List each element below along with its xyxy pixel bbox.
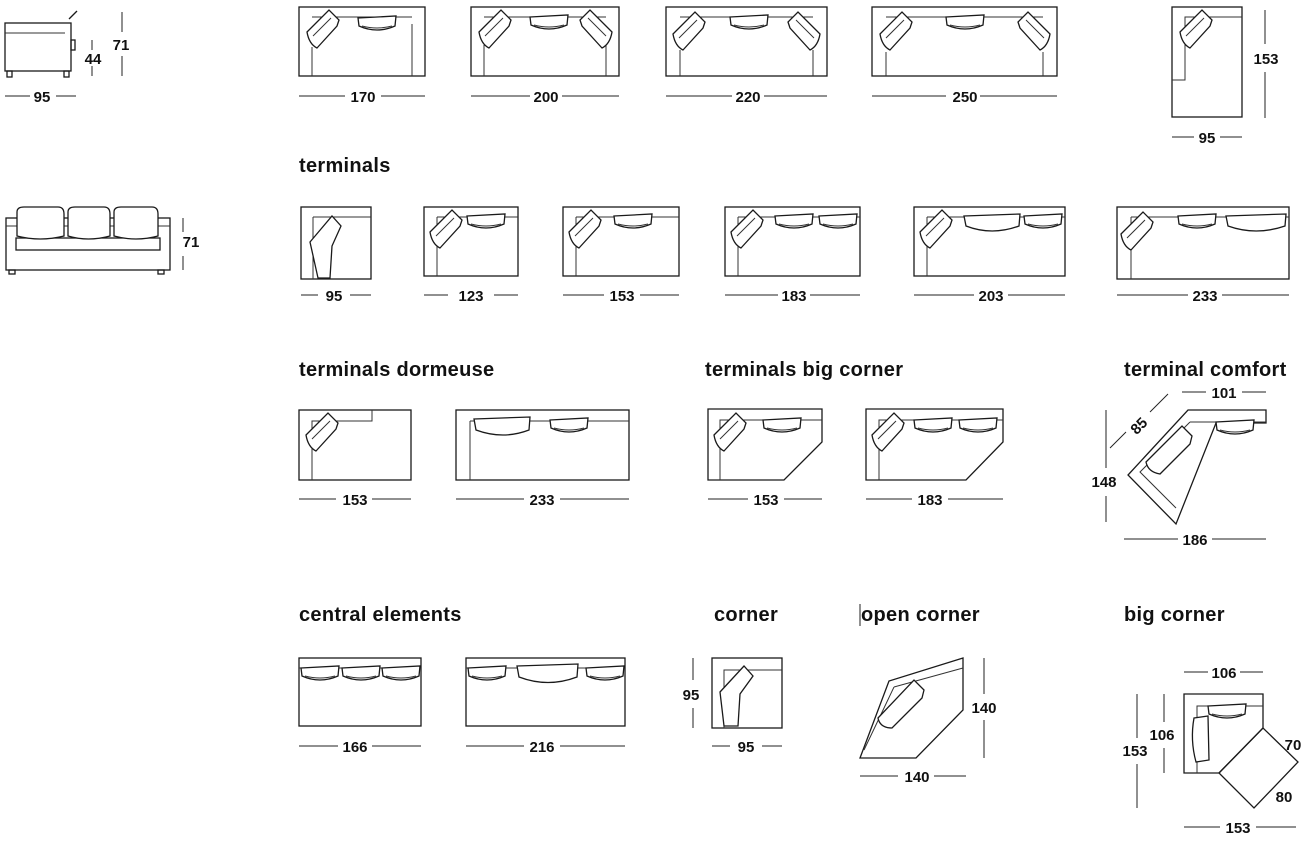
terminal-comfort: 101 85 148 186	[1091, 385, 1267, 549]
terminal-width-label: 123	[458, 288, 483, 305]
terminal-203: 203	[913, 206, 1066, 305]
open-corner-bottom-label: 140	[904, 769, 929, 786]
sofa-width-label: 170	[350, 89, 375, 106]
corner: 95 95	[683, 657, 783, 756]
central-element-width-label: 166	[342, 739, 367, 756]
big-corner-diag-a-label: 70	[1285, 737, 1302, 754]
terminal-width-label: 233	[1192, 288, 1217, 305]
sofa-170: 170	[298, 6, 426, 106]
side-seat-height-label: 44	[85, 51, 102, 68]
corner-bottom-label: 95	[738, 739, 755, 756]
terminal-123: 123	[423, 206, 519, 305]
section-title-terminals: terminals	[299, 155, 391, 177]
terminal-95: 95	[300, 206, 372, 305]
section-title-open-corner: open corner	[861, 604, 980, 626]
sofa-200: 200	[470, 6, 620, 106]
sofa-220: 220	[665, 6, 828, 106]
big-corner-terminal-183: 183	[865, 408, 1004, 509]
terminal-width-label: 95	[326, 288, 343, 305]
side-height-label: 71	[113, 37, 130, 54]
sofa-width-label: 220	[735, 89, 760, 106]
dormeuse-width-label: 233	[529, 492, 554, 509]
comfort-top-label: 101	[1211, 385, 1236, 402]
terminal-width-label: 153	[609, 288, 634, 305]
chaise-length-label: 153	[1253, 51, 1278, 68]
big-corner-inner-label: 106	[1149, 727, 1174, 744]
dormeuse-233: 233	[455, 409, 630, 509]
dormeuse-width-label: 153	[342, 492, 367, 509]
dormeuse-153: 153	[298, 409, 412, 509]
terminal-width-label: 183	[781, 288, 806, 305]
front-height-label: 71	[183, 234, 200, 251]
big-corner-terminal-width-label: 153	[753, 492, 778, 509]
side-view: 95 44 71	[4, 10, 130, 106]
comfort-diagonal-label: 85	[1127, 414, 1151, 438]
central-element-216: 216	[465, 657, 626, 756]
section-title-big-corner: big corner	[1124, 604, 1225, 626]
terminal-183: 183	[724, 206, 861, 305]
section-title-terminals-dormeuse: terminals dormeuse	[299, 359, 494, 381]
front-view: 71	[5, 206, 200, 275]
side-depth-label: 95	[34, 89, 51, 106]
section-title-central-elements: central elements	[299, 604, 462, 626]
big-corner-terminal-width-label: 183	[917, 492, 942, 509]
comfort-side-label: 148	[1091, 474, 1116, 491]
sofa-width-label: 200	[533, 89, 558, 106]
sofa-250: 250	[871, 6, 1058, 106]
big-corner-side-label: 153	[1122, 743, 1147, 760]
big-corner-diag-b-label: 80	[1276, 789, 1293, 806]
terminal-233: 233	[1116, 206, 1290, 305]
chaise-width-label: 95	[1199, 130, 1216, 147]
section-title-terminals-big-corner: terminals big corner	[705, 359, 903, 381]
big-corner-terminal-153: 153	[707, 408, 823, 509]
chaise: 153 95	[1171, 6, 1279, 147]
central-element-166: 166	[298, 657, 422, 756]
open-corner: 140 140	[859, 657, 997, 786]
terminal-153: 153	[562, 206, 680, 305]
big-corner: 106 106 153 70 80 153	[1122, 665, 1301, 837]
comfort-bottom-label: 186	[1182, 532, 1207, 549]
open-corner-side-label: 140	[971, 700, 996, 717]
section-title-terminal-comfort: terminal comfort	[1124, 359, 1287, 381]
big-corner-top-label: 106	[1211, 665, 1236, 682]
central-element-width-label: 216	[529, 739, 554, 756]
sofa-width-label: 250	[952, 89, 977, 106]
terminal-width-label: 203	[978, 288, 1003, 305]
big-corner-bottom-label: 153	[1225, 820, 1250, 837]
section-title-corner: corner	[714, 604, 778, 626]
corner-side-label: 95	[683, 687, 700, 704]
